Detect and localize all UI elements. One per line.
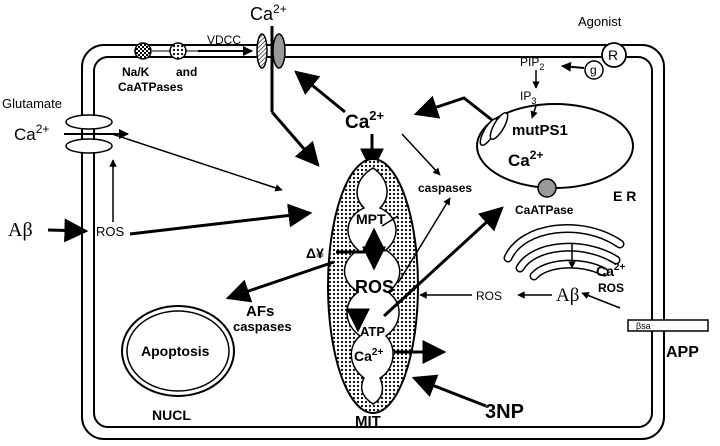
- ros-golgi-label: ROS: [598, 281, 624, 295]
- afs-label: AFs: [246, 303, 274, 320]
- app-label: APP: [666, 344, 699, 361]
- caspases-afs-label: caspases: [233, 319, 292, 334]
- ca-top-label: Ca2+: [250, 2, 287, 24]
- and-label: and: [176, 65, 197, 79]
- delta-psi-label: Δ¥: [306, 245, 324, 261]
- mitochondrion-inner: [343, 167, 401, 405]
- apoptosis-label: Apoptosis: [141, 343, 210, 359]
- nucleus-inner: [126, 310, 230, 392]
- ca-center-label: Ca2+: [345, 108, 385, 133]
- pip2-label: PIP2: [520, 55, 544, 72]
- 3np-label: 3NP: [485, 401, 524, 423]
- nak-label: Na/K: [122, 65, 150, 79]
- atp-label: ATP: [360, 324, 385, 339]
- mpt-label: MPT: [356, 211, 386, 227]
- g-protein: [584, 60, 604, 80]
- er-caatpase: [537, 178, 557, 198]
- abeta-right-label: Aβ: [556, 285, 579, 306]
- vdcc-channel-right: [272, 33, 286, 69]
- secretase-label: βsa: [636, 321, 651, 331]
- na-k-pump: [134, 42, 152, 60]
- mutps1-channel-b: [489, 112, 509, 140]
- receptor: [601, 42, 627, 68]
- app-protein: [627, 319, 709, 332]
- ip3-label: IP3: [520, 89, 536, 106]
- ca-atpase-pump: [169, 42, 187, 60]
- ca-mit-label: Ca2+: [354, 347, 383, 364]
- caatpases-label: CaATPases: [118, 80, 183, 94]
- er-label: E R: [613, 188, 636, 204]
- ca-glu-label: Ca2+: [14, 122, 49, 144]
- ros-right-label: ROS: [476, 289, 502, 303]
- g-protein-label: g: [590, 63, 597, 77]
- ros-left-label: ROS: [96, 224, 125, 239]
- receptor-label: R: [608, 47, 618, 63]
- abeta-left-label: Aβ: [8, 219, 33, 241]
- glutamate-receptor-bottom: [65, 138, 113, 154]
- agonist-label: Agonist: [578, 14, 622, 29]
- caspases-top-label: caspases: [418, 181, 472, 195]
- mit-label: MIT: [355, 413, 381, 430]
- nucl-label: NUCL: [152, 407, 191, 423]
- mutps1-label: mutPS1: [512, 122, 568, 139]
- glutamate-receptor-top: [65, 114, 113, 130]
- cell-membrane-inner: [93, 56, 653, 428]
- ca-er-label: Ca2+: [508, 148, 543, 170]
- ca-golgi-label: Ca2+: [596, 262, 625, 279]
- glutamate-label: Glutamate: [2, 96, 62, 111]
- vdcc-channel-left: [256, 33, 268, 69]
- ros-mit-label: ROS: [355, 277, 394, 297]
- caatpase-er-label: CaATPase: [515, 203, 574, 217]
- vdcc-label: VDCC: [207, 33, 241, 47]
